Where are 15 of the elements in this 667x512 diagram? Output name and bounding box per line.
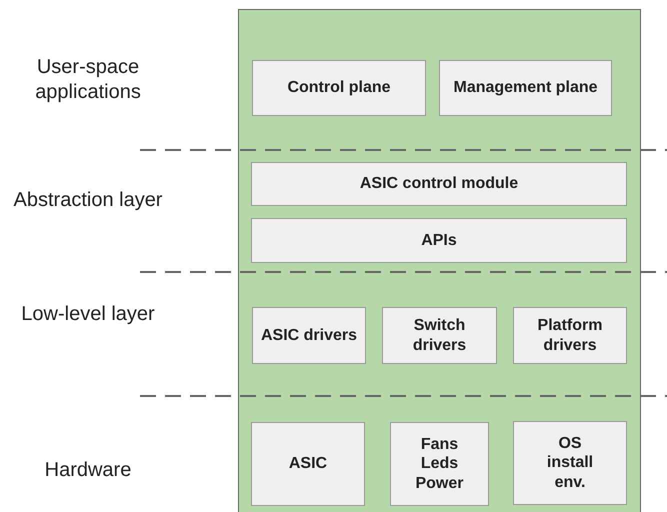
layer-label: Abstraction layer [12, 188, 164, 213]
layer-label: Hardware [44, 458, 132, 483]
component-box: Fans Leds Power [390, 422, 489, 506]
component-box: Platform drivers [513, 307, 627, 364]
component-box: APIs [251, 218, 627, 263]
layer-label: Low-level layer [20, 302, 156, 327]
component-box: ASIC drivers [252, 307, 366, 364]
layer-label: User-space applications [34, 55, 142, 105]
component-box: ASIC control module [251, 162, 627, 206]
component-box: ASIC [251, 422, 365, 506]
component-box: Switch drivers [382, 307, 497, 364]
component-box: Management plane [439, 60, 612, 116]
component-box: Control plane [252, 60, 426, 116]
component-box: OS install env. [513, 421, 627, 505]
layer-stack-panel [238, 9, 641, 512]
